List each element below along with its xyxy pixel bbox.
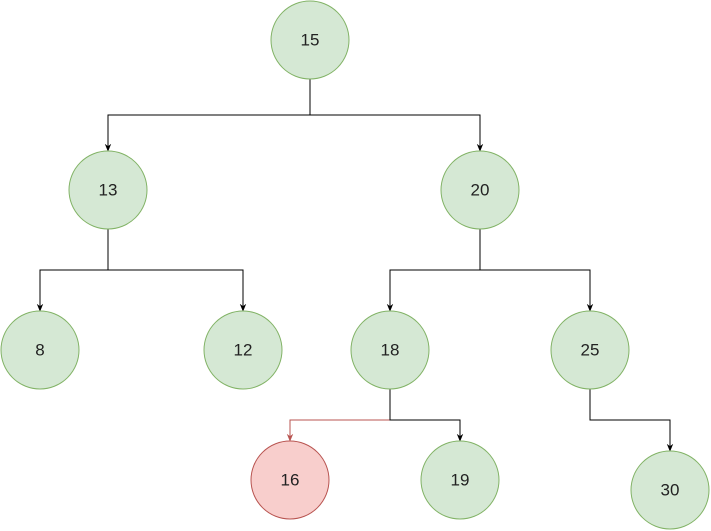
node-circle bbox=[550, 310, 630, 390]
node-label: 30 bbox=[661, 481, 680, 500]
node-label: 13 bbox=[99, 181, 118, 200]
tree-node-30: 30 bbox=[630, 450, 710, 530]
tree-node-16: 16 bbox=[250, 440, 330, 520]
node-circle bbox=[250, 440, 330, 520]
edge-15-to-13 bbox=[104, 79, 311, 152]
node-label: 12 bbox=[234, 341, 253, 360]
edge-15-to-20 bbox=[309, 79, 484, 152]
node-circle bbox=[630, 450, 710, 530]
tree-node-19: 19 bbox=[420, 440, 500, 520]
node-circle bbox=[68, 150, 148, 230]
node-circle bbox=[270, 0, 350, 80]
edge-20-to-25 bbox=[479, 229, 594, 312]
edge-20-to-18 bbox=[386, 229, 481, 312]
node-circle bbox=[203, 310, 283, 390]
edge-25-to-30 bbox=[589, 389, 674, 452]
tree-node-8: 8 bbox=[0, 310, 80, 390]
tree-node-25: 25 bbox=[550, 310, 630, 390]
edges-layer bbox=[36, 79, 674, 452]
edge-18-to-19 bbox=[389, 389, 464, 442]
edge-13-to-12 bbox=[107, 229, 247, 312]
node-label: 19 bbox=[451, 471, 470, 490]
node-label: 15 bbox=[301, 31, 320, 50]
node-circle bbox=[420, 440, 500, 520]
node-circle bbox=[0, 310, 80, 390]
node-circle bbox=[350, 310, 430, 390]
edge-13-to-8 bbox=[36, 229, 109, 312]
node-circle bbox=[440, 150, 520, 230]
node-label: 20 bbox=[471, 181, 490, 200]
node-label: 25 bbox=[581, 341, 600, 360]
tree-node-15: 15 bbox=[270, 0, 350, 80]
edge-18-to-16 bbox=[286, 389, 391, 442]
node-label: 18 bbox=[381, 341, 400, 360]
tree-node-18: 18 bbox=[350, 310, 430, 390]
tree-node-20: 20 bbox=[440, 150, 520, 230]
tree-node-12: 12 bbox=[203, 310, 283, 390]
tree-node-13: 13 bbox=[68, 150, 148, 230]
node-label: 8 bbox=[35, 341, 44, 360]
node-label: 16 bbox=[281, 471, 300, 490]
